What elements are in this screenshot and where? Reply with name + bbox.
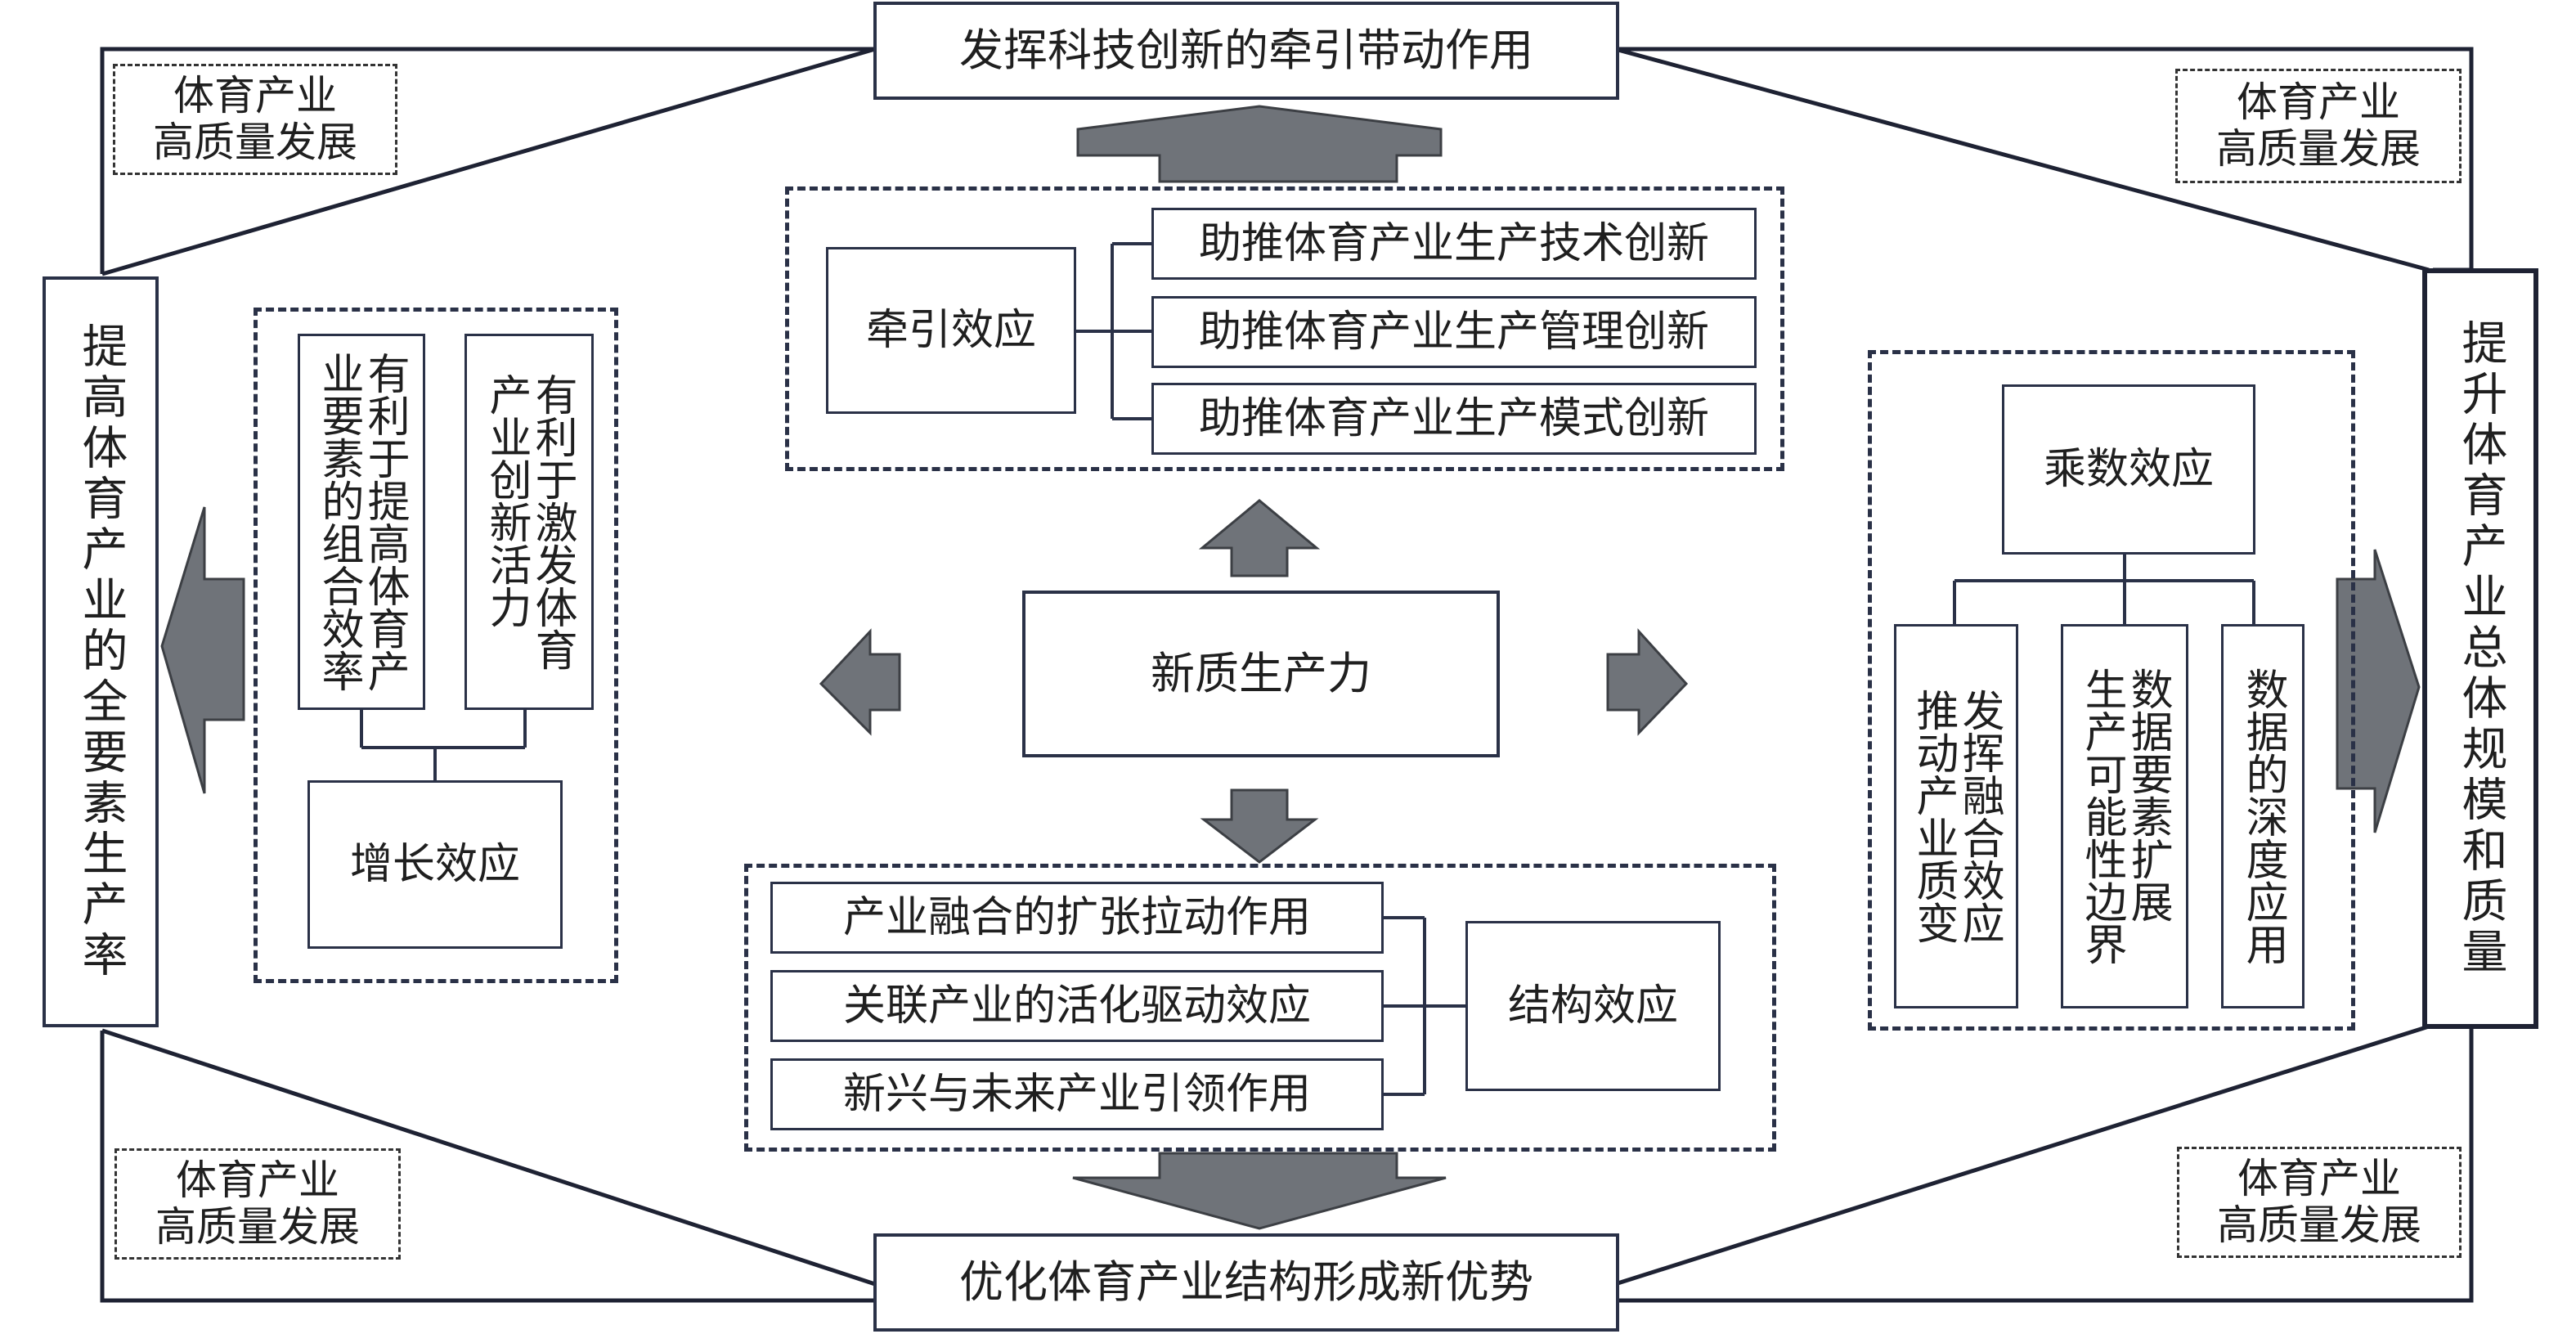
corner-label-bottom-left: 体育产业 高质量发展 — [114, 1148, 401, 1260]
multiplier-col-1-text: 发挥融合效应 推动产业质变 — [1909, 689, 2004, 944]
structure-group — [744, 864, 1776, 1152]
growth-col-2-text: 有利于激发体育 产业创新活力 — [482, 373, 577, 671]
frame-line-tl — [101, 47, 876, 276]
structure-item-1-text: 产业融合的扩张拉动作用 — [842, 892, 1311, 942]
bottom-box: 优化体育产业结构形成新优势 — [873, 1233, 1619, 1332]
center-box: 新质生产力 — [1022, 591, 1500, 757]
top-box-text: 发挥科技创新的牵引带动作用 — [959, 24, 1533, 76]
corner-label-br-line2: 高质量发展 — [2217, 1201, 2421, 1249]
multiplier-group — [1868, 350, 2355, 1031]
multiplier-col-3-text: 数据的深度应用 — [2238, 667, 2288, 965]
growth-col-1: 有利于提高体育产 业要素的组合效率 — [298, 334, 425, 710]
growth-effect-box: 增长效应 — [307, 780, 563, 949]
traction-effect-box: 牵引效应 — [826, 247, 1076, 414]
corner-label-bl-line1: 体育产业 — [176, 1156, 339, 1204]
traction-item-3: 助推体育产业生产模式创新 — [1151, 383, 1757, 455]
arrow-right-center-icon — [1606, 628, 1689, 736]
growth-col-1-text: 有利于提高体育产 业要素的组合效率 — [314, 352, 410, 692]
multiplier-effect-label: 乘数效应 — [2043, 444, 2214, 494]
traction-item-2-text: 助推体育产业生产管理创新 — [1198, 307, 1709, 357]
traction-item-1-text: 助推体育产业生产技术创新 — [1198, 218, 1709, 268]
structure-item-1: 产业融合的扩张拉动作用 — [770, 882, 1384, 954]
growth-effect-label: 增长效应 — [349, 839, 520, 889]
traction-item-3-text: 助推体育产业生产模式创新 — [1198, 393, 1709, 443]
multiplier-col-2-text: 数据要素扩展 生产可能性边界 — [2077, 667, 2173, 965]
center-box-text: 新质生产力 — [1151, 647, 1371, 699]
traction-item-1: 助推体育产业生产技术创新 — [1151, 208, 1757, 280]
multiplier-effect-box: 乘数效应 — [2002, 384, 2255, 555]
structure-effect-label: 结构效应 — [1507, 981, 1678, 1031]
bottom-box-text: 优化体育产业结构形成新优势 — [959, 1255, 1533, 1308]
corner-label-tl-line1: 体育产业 — [173, 71, 337, 119]
arrow-right-big-icon — [2336, 549, 2421, 833]
growth-col-2: 有利于激发体育 产业创新活力 — [464, 334, 594, 710]
arrow-left-big-icon — [160, 506, 245, 794]
traction-group — [785, 186, 1784, 471]
arrow-up-top-icon — [1076, 105, 1443, 183]
corner-label-tr-line2: 高质量发展 — [2216, 125, 2421, 173]
corner-label-tr-line1: 体育产业 — [2237, 78, 2400, 126]
structure-item-2-text: 关联产业的活化驱动效应 — [842, 981, 1311, 1031]
frame-line-left-top — [100, 47, 875, 274]
traction-item-2: 助推体育产业生产管理创新 — [1151, 296, 1757, 368]
growth-group — [254, 308, 618, 983]
corner-label-bottom-right: 体育产业 高质量发展 — [2177, 1147, 2462, 1258]
frame-line-tr — [1614, 47, 2430, 272]
corner-label-tl-line2: 高质量发展 — [153, 119, 357, 166]
structure-item-3-text: 新兴与未来产业引领作用 — [842, 1069, 1311, 1119]
right-box: 提升体育产业总体规模和质量 — [2422, 268, 2538, 1029]
traction-effect-label: 牵引效应 — [865, 305, 1036, 355]
arrow-left-center-icon — [819, 628, 901, 736]
structure-item-3: 新兴与未来产业引领作用 — [770, 1058, 1384, 1130]
multiplier-col-3: 数据的深度应用 — [2221, 624, 2304, 1008]
arrow-down-bottom-icon — [1072, 1152, 1447, 1230]
arrow-up-center-icon — [1198, 499, 1321, 577]
structure-effect-box: 结构效应 — [1465, 921, 1721, 1091]
arrow-down-center-icon — [1200, 788, 1319, 864]
corner-label-top-left: 体育产业 高质量发展 — [113, 64, 397, 175]
top-box: 发挥科技创新的牵引带动作用 — [873, 2, 1619, 100]
left-box-text: 提高体育产业的全要素生产率 — [74, 322, 128, 981]
left-box: 提高体育产业的全要素生产率 — [43, 276, 159, 1027]
multiplier-col-2: 数据要素扩展 生产可能性边界 — [2061, 624, 2188, 1008]
corner-label-top-right: 体育产业 高质量发展 — [2175, 69, 2462, 183]
frame-line-br — [1614, 1024, 2430, 1287]
right-box-text: 提升体育产业总体规模和质量 — [2454, 319, 2507, 978]
multiplier-col-1: 发挥融合效应 推动产业质变 — [1894, 624, 2018, 1008]
structure-item-2: 关联产业的活化驱动效应 — [770, 970, 1384, 1042]
frame-line-left-bottom — [100, 1031, 875, 1303]
corner-label-br-line1: 体育产业 — [2237, 1154, 2401, 1202]
corner-label-bl-line2: 高质量发展 — [155, 1203, 360, 1251]
frame-line-bl — [101, 1028, 876, 1287]
